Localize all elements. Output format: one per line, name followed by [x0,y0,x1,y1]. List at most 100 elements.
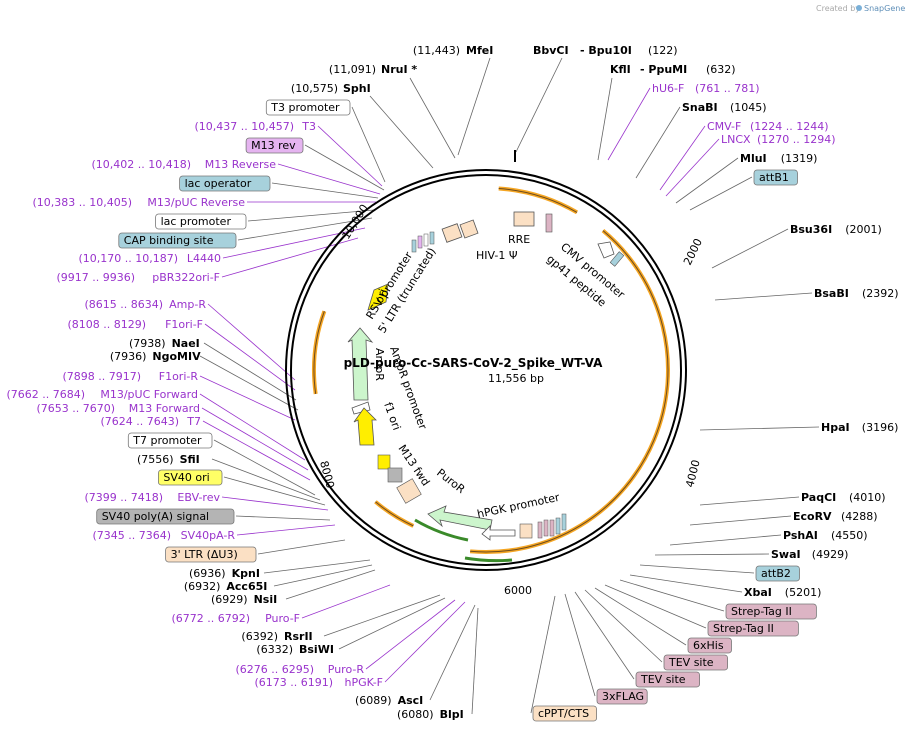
svg-text:(6089): (6089) [355,694,392,707]
ampr-arrow [347,327,374,401]
leader-lines [199,57,820,715]
svg-text:(761 .. 781): (761 .. 781) [695,82,760,95]
svg-text:KflI: KflI [610,63,631,76]
svg-text:Puro-R: Puro-R [328,663,365,676]
svg-text:NaeI: NaeI [172,337,200,350]
f1ori-arrow [353,407,377,446]
svg-text:XbaI: XbaI [744,586,772,599]
svg-text:NruI *: NruI * [381,63,417,76]
small-left-marks [411,231,435,253]
svg-text:(6276 .. 6295): (6276 .. 6295) [235,663,314,676]
svg-text:(632): (632) [706,63,736,76]
svg-text:Puro-F: Puro-F [265,612,300,625]
svg-text:(7898 .. 7917): (7898 .. 7917) [62,370,141,383]
svg-text:EcoRV: EcoRV [793,510,832,523]
ltr5-block [441,223,463,243]
attb1-block [609,251,625,267]
feature-arc [374,500,415,528]
svg-text:(7938): (7938) [129,337,166,350]
feature-box-label: 3xFLAG [602,690,644,703]
tick-label: 4000 [683,458,702,488]
svg-text:RsrII: RsrII [284,630,313,643]
svg-text:PaqCI: PaqCI [801,491,836,504]
hiv-label: HIV-1 Ψ [476,249,518,262]
ampr-label: AmpR [373,348,386,381]
svg-text:(7556): (7556) [137,453,174,466]
svg-text:(7936): (7936) [110,350,147,363]
feature-box [245,137,304,154]
feature-box [663,654,728,671]
svg-text:NgoMIV: NgoMIV [152,350,201,363]
feature-arcs [312,186,670,563]
feature-box [755,565,800,582]
feature-box-label: 3' LTR (ΔU3) [171,548,238,561]
feature-box-label: CAP binding site [124,234,214,247]
svg-text:Acc65I: Acc65I [226,580,267,593]
svg-text:(3196): (3196) [862,421,899,434]
svg-text:(1319): (1319) [781,152,818,165]
svg-text:(6332): (6332) [256,643,293,656]
feature-arc-core [470,230,669,553]
inner-features [347,211,625,541]
feature-box [96,508,235,525]
svg-text:(6173 .. 6191): (6173 .. 6191) [254,676,333,689]
ori-label: ori [373,287,390,305]
svg-text:(122): (122) [648,44,678,57]
svg-text:(6932): (6932) [184,580,221,593]
svg-text:(10,575): (10,575) [291,82,338,95]
svg-text:(4550): (4550) [831,529,868,542]
svg-text:M13 Reverse: M13 Reverse [205,158,276,171]
svg-text:SnaBI: SnaBI [682,101,718,114]
svg-text:- PpuMI: - PpuMI [640,63,687,76]
svg-text:BsiWI: BsiWI [299,643,334,656]
feature-box [265,99,351,116]
cppt-block [519,523,533,539]
svg-text:M13 Forward: M13 Forward [129,402,200,415]
feature-box [165,546,257,563]
svg-text:- Bpu10I: - Bpu10I [580,44,632,57]
feature-box [687,637,732,654]
ori-arrow [367,283,389,311]
svg-text:hPGK-F: hPGK-F [345,676,383,689]
feature-arc-core [313,311,325,395]
feature-box-label: T3 promoter [270,101,340,114]
svg-text:SwaI: SwaI [771,548,801,561]
svg-text:(11,091): (11,091) [329,63,376,76]
hpgk-label: hPGK promoter [476,491,561,521]
feature-box [532,705,597,722]
puror-label: PuroR [434,466,468,496]
rsv-block [459,219,479,239]
svg-text:BsaBI: BsaBI [814,287,849,300]
brand-text: SnapGene [864,4,905,13]
feature-box [157,469,223,486]
svg-text:MfeI: MfeI [466,44,493,57]
feature-box [127,432,213,449]
feature-box-label: M13 rev [251,139,296,152]
feature-arc [312,310,327,395]
svg-text:AscI: AscI [398,694,424,707]
svg-text:(10,437 .. 10,457): (10,437 .. 10,457) [194,120,294,133]
svg-text:(1270 .. 1294): (1270 .. 1294) [757,133,836,146]
feature-box-label: cPPT/CTS [538,707,589,720]
tag-marks [537,513,567,539]
svg-text:(7624 .. 7643): (7624 .. 7643) [100,415,179,428]
svg-text:HpaI: HpaI [821,421,850,434]
svg-text:(10,383 .. 10,405): (10,383 .. 10,405) [32,196,132,209]
feature-box [596,688,648,705]
feature-box [635,671,700,688]
feature-box [753,169,798,186]
feature-arc-core [498,187,578,213]
svg-text:EBV-rev: EBV-rev [177,491,220,504]
gp41-block [545,213,553,233]
svg-text:(7345 .. 7364): (7345 .. 7364) [92,529,171,542]
feature-box [118,232,237,249]
puror-arc [414,518,469,542]
feature-box-label: TEV site [640,673,686,686]
ltr3-block [396,478,422,504]
feature-box-label: attB1 [759,171,789,184]
tick-label: 8000 [317,459,337,489]
svg-text:(8615 .. 8634): (8615 .. 8634) [84,298,163,311]
sv40-polya-block [387,467,403,483]
feature-box-label: SV40 poly(A) signal [102,510,209,523]
